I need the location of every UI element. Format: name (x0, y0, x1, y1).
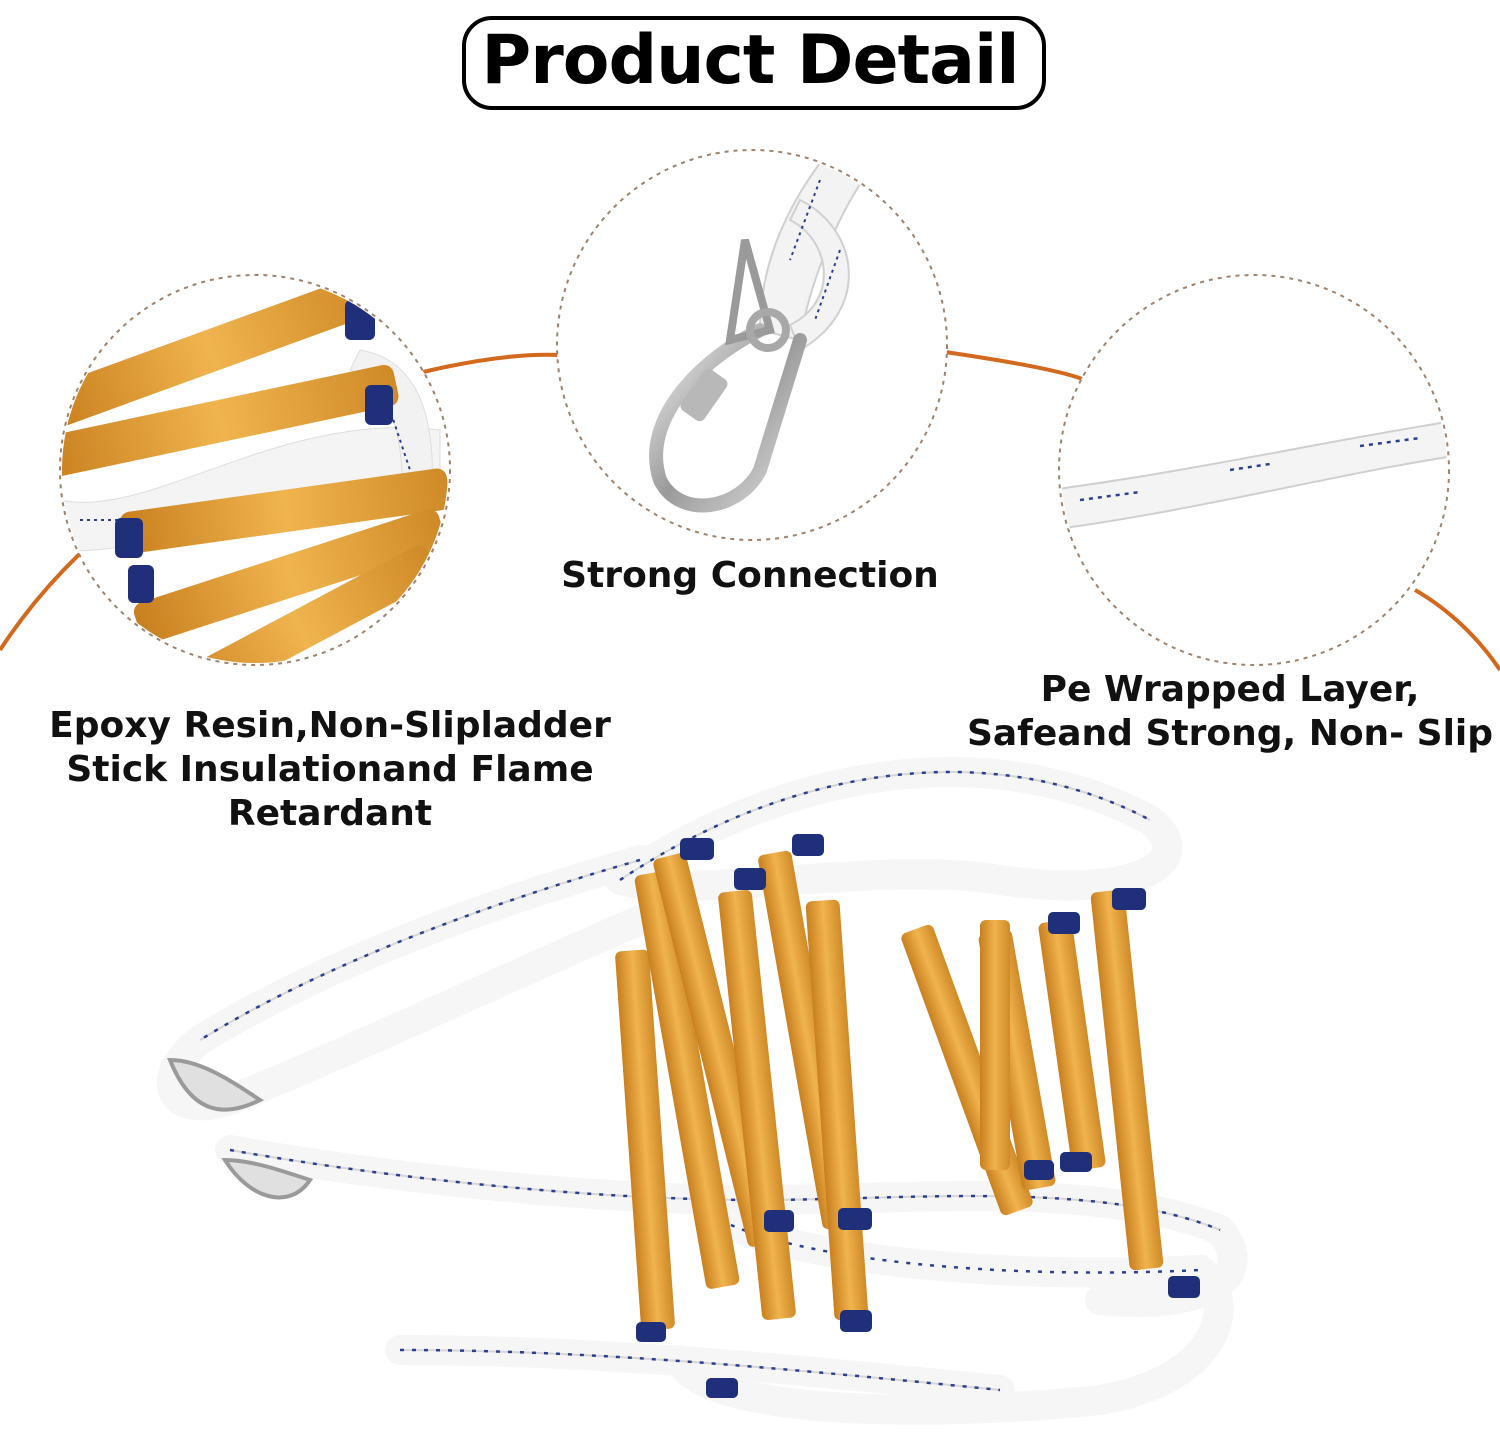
detail-circle-rope (1058, 274, 1450, 666)
detail-circle-rungs (59, 274, 451, 666)
feature-label-rope: Pe Wrapped Layer, Safeand Strong, Non- S… (960, 668, 1500, 756)
feature-label-line: Strong Connection (561, 555, 939, 596)
feature-label-line: Retardant (227, 793, 433, 834)
feature-label-connection: Strong Connection (540, 554, 960, 598)
feature-label-line: Stick Insulationand Flame (66, 749, 594, 790)
detail-circle-carabiner (556, 149, 948, 541)
feature-label-line: Safeand Strong, Non- Slip (966, 713, 1494, 754)
feature-label-rungs: Epoxy Resin,Non-Slipladder Stick Insulat… (30, 704, 630, 836)
title-outline (462, 16, 1046, 110)
title-banner: Product Detail (458, 10, 1046, 110)
feature-label-line: Epoxy Resin,Non-Slipladder (49, 705, 611, 746)
feature-label-line: Pe Wrapped Layer, (1040, 669, 1420, 710)
rope-ladder (156, 757, 1248, 1425)
page-title: Product Detail (481, 20, 1019, 100)
